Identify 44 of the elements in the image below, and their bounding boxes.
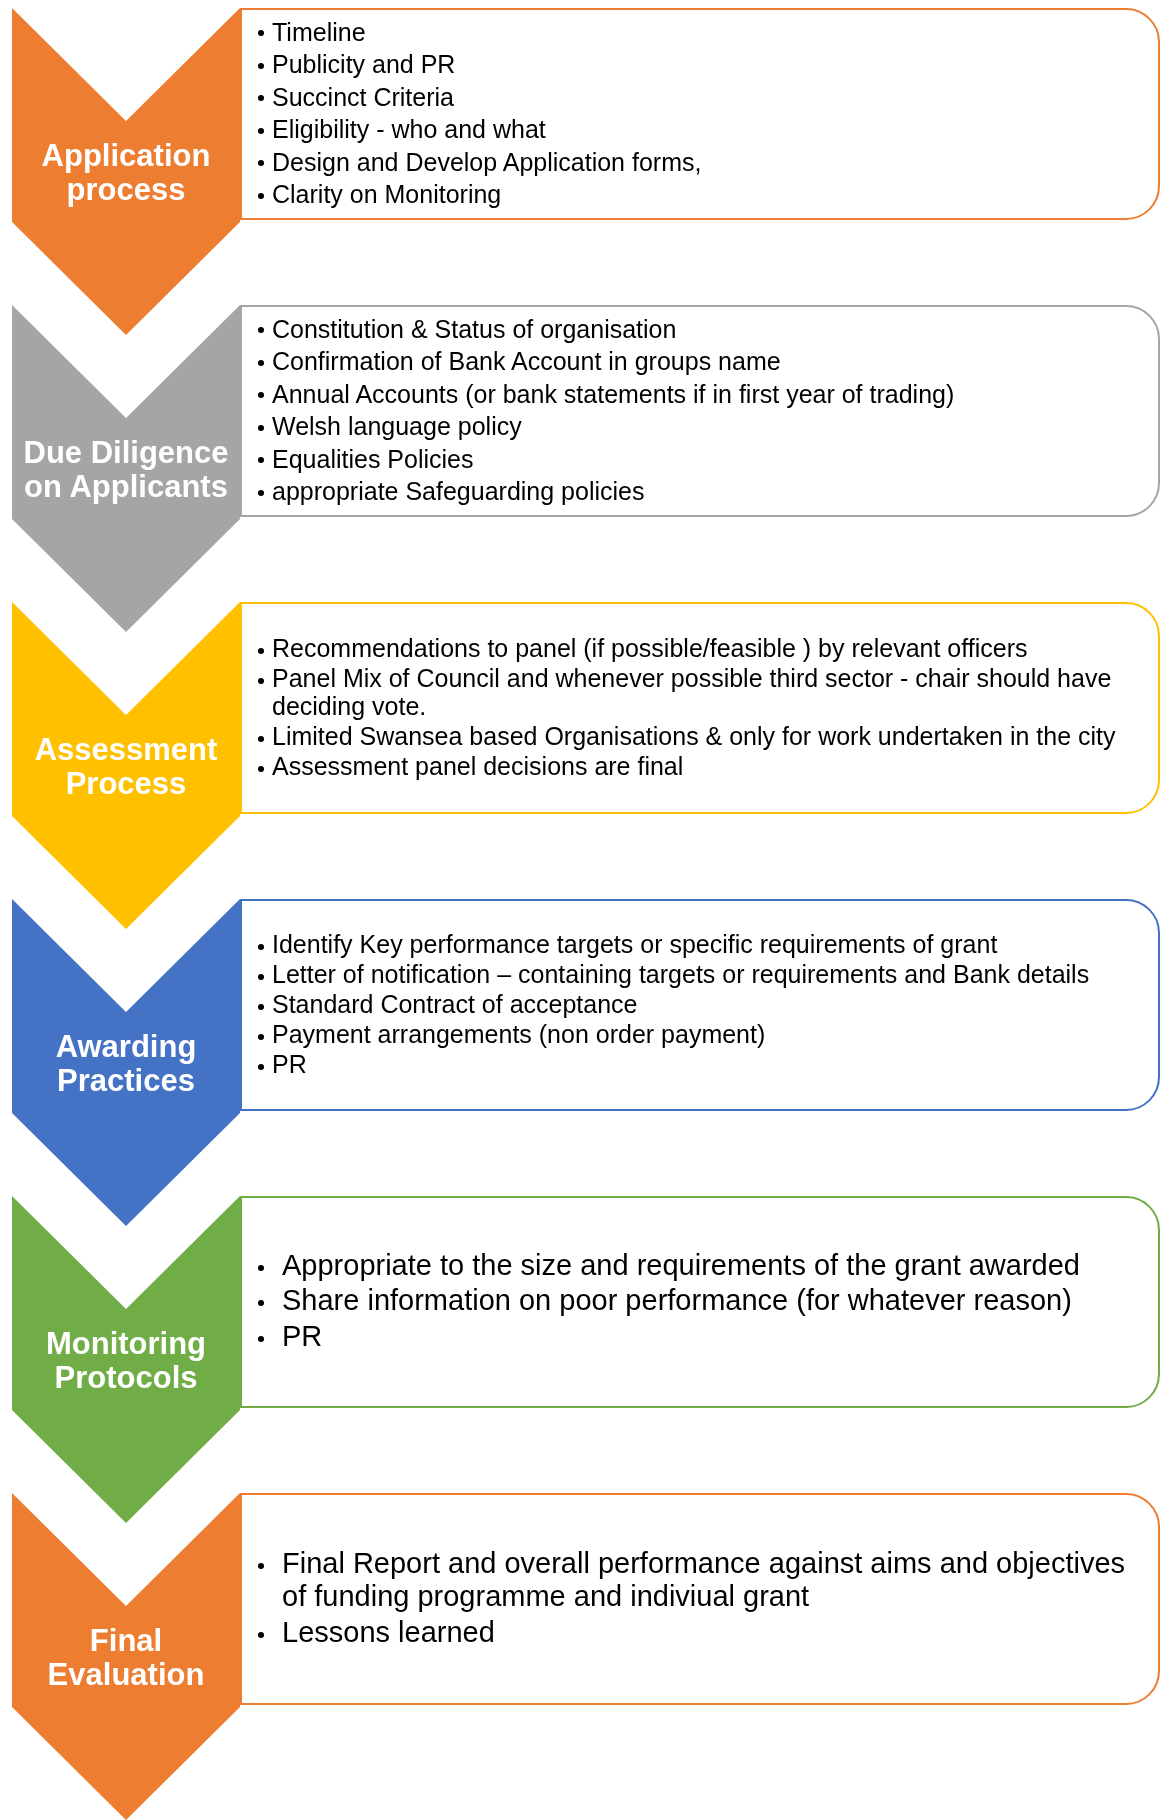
bullet-text: Lessons learned: [282, 1615, 495, 1648]
bullet-text: Standard Contract of acceptance: [272, 990, 638, 1018]
chevron-step: [12, 1493, 240, 1820]
chevron-step: [12, 602, 240, 929]
bullet-text: Eligibility - who and what: [272, 115, 546, 143]
bullet-text: appropriate Safeguarding policies: [272, 477, 645, 505]
chevron-step: [12, 305, 240, 632]
bullet-text: PR: [272, 1050, 307, 1078]
bullet-text: Identify Key performance targets or specific requirements of grant: [272, 930, 998, 958]
bullet-text: Publicity and PR: [272, 50, 456, 78]
bullet-text: Final Report and overall performance against aims and objectives of funding programme and indiviual grant: [282, 1547, 1126, 1613]
step-title: Final Evaluation: [46, 1621, 206, 1694]
text-panel: [240, 602, 1160, 814]
bullet-text: Equalities Policies: [272, 444, 474, 473]
bullet-text: Letter of notification – containing targets or requirements and Bank details: [272, 960, 1090, 988]
bullet-text: Assessment panel decisions are final: [272, 752, 684, 780]
bullet-text: Confirmation of Bank Account in groups name: [272, 347, 781, 375]
bullet-text: Payment arrangements (non order payment): [272, 1020, 766, 1048]
text-panel: [240, 899, 1160, 1111]
step-title: Application process: [40, 136, 212, 209]
bullet-text: Timeline: [272, 17, 366, 46]
bullet-text: Clarity on Monitoring: [272, 180, 502, 208]
bullet-text: Appropriate to the size and requirements of the grant awarded: [282, 1249, 1080, 1281]
text-panel: [240, 1493, 1160, 1705]
bullet-text: Panel Mix of Council and whenever possible third sector - chair should have deciding vote.: [272, 664, 1112, 720]
step-title: Due Diligence on Applicants: [22, 433, 230, 506]
chevron-step: [12, 899, 240, 1226]
bullet-text: Limited Swansea based Organisations & only for work undertaken in the city: [272, 722, 1116, 750]
step-title: Assessment Process: [33, 730, 219, 803]
bullet-text: Annual Accounts (or bank statements if in first year of trading): [272, 379, 955, 408]
step-title: Awarding Practices: [54, 1027, 198, 1100]
chevron-step: [12, 1196, 240, 1523]
text-panel: [240, 1196, 1160, 1408]
step-title: Monitoring Protocols: [44, 1324, 208, 1397]
bullet-text: Design and Develop Application forms,: [272, 147, 702, 176]
bullet-text: Share information on poor performance (for whatever reason): [282, 1284, 1072, 1317]
bullet-text: Recommendations to panel (if possible/feasible ) by relevant officers: [272, 634, 1028, 662]
text-panel: [240, 305, 1160, 517]
text-panel: [240, 8, 1160, 220]
bullet-text: Welsh language policy: [272, 412, 522, 440]
bullet-text: Constitution & Status of organisation: [272, 314, 677, 343]
bullet-text: Succinct Criteria: [272, 82, 454, 111]
chevron-step: [12, 8, 240, 335]
bullet-text: PR: [282, 1319, 323, 1352]
